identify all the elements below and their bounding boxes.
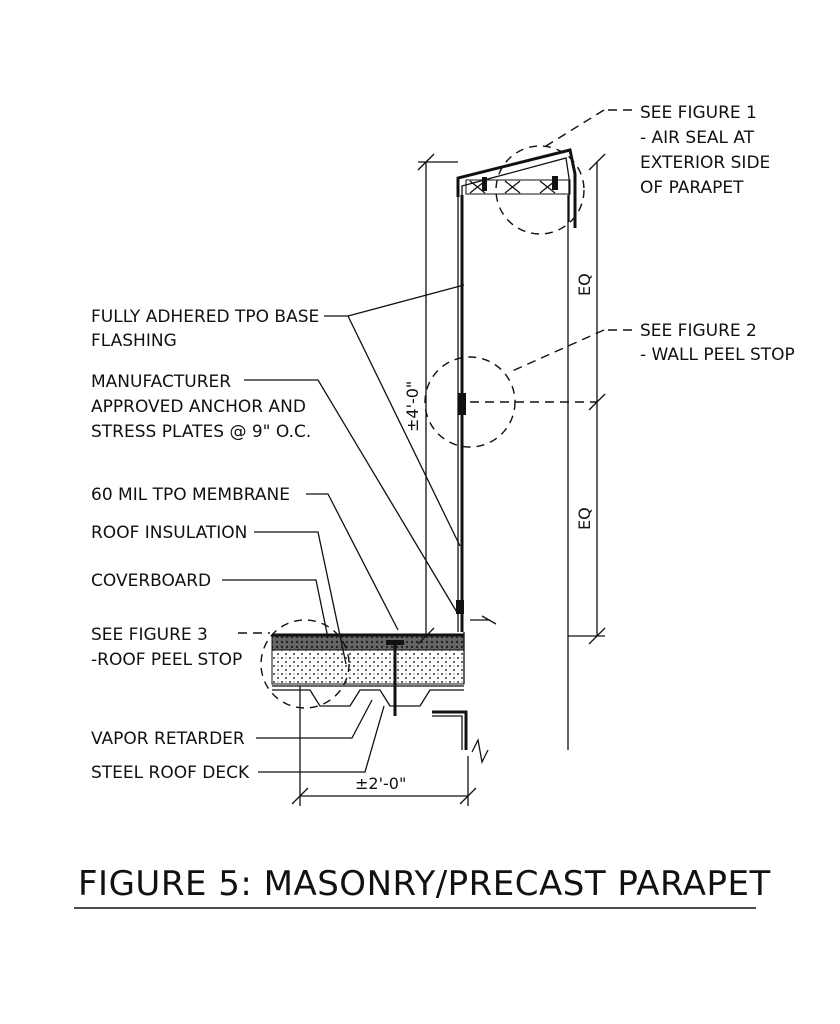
steel-deck — [272, 689, 464, 707]
anchor-line2: APPROVED ANCHOR AND — [91, 397, 306, 417]
vapor-label: VAPOR RETARDER — [91, 729, 245, 749]
dimension-height — [417, 153, 458, 645]
figure1-line4: OF PARAPET — [640, 178, 744, 198]
dimension-width — [291, 686, 477, 806]
figure3-line1: SEE FIGURE 3 — [91, 625, 208, 645]
drawing-title: FIGURE 5: MASONRY/PRECAST PARAPET — [78, 864, 771, 904]
base-flashing-line2: FLASHING — [91, 331, 177, 351]
eq-upper-text: EQ — [575, 273, 594, 296]
figure2-line2: - WALL PEEL STOP — [640, 345, 795, 365]
figure1-line2: - AIR SEAL AT — [640, 128, 755, 148]
figure1-circle — [495, 145, 585, 235]
roof-assembly — [271, 632, 465, 716]
coping-cap — [456, 148, 577, 228]
anchor-line1: MANUFACTURER — [91, 372, 231, 392]
wall-peel-stop — [458, 393, 466, 415]
steel-angle — [432, 710, 489, 765]
figure3-line2: -ROOF PEEL STOP — [91, 650, 242, 670]
base-flashing-line1: FULLY ADHERED TPO BASE — [91, 307, 319, 327]
leader-lines — [222, 109, 632, 773]
insulation-label: ROOF INSULATION — [91, 523, 247, 543]
figure3-circle — [260, 619, 350, 709]
figure1-line3: EXTERIOR SIDE — [640, 153, 770, 173]
width-dimension-text: ±2'-0" — [355, 774, 406, 793]
figure2-line1: SEE FIGURE 2 — [640, 321, 757, 341]
anchor-line3: STRESS PLATES @ 9" O.C. — [91, 422, 311, 442]
deck-label: STEEL ROOF DECK — [91, 763, 250, 783]
figure1-line1: SEE FIGURE 1 — [640, 103, 757, 123]
dimension-eq — [470, 153, 606, 645]
membrane-label: 60 MIL TPO MEMBRANE — [91, 485, 290, 505]
base-anchor — [456, 600, 497, 625]
parapet-wall — [457, 195, 569, 750]
coverboard-label: COVERBOARD — [91, 571, 211, 591]
height-dimension-text: ±4'-0" — [403, 381, 422, 432]
eq-lower-text: EQ — [575, 507, 594, 530]
